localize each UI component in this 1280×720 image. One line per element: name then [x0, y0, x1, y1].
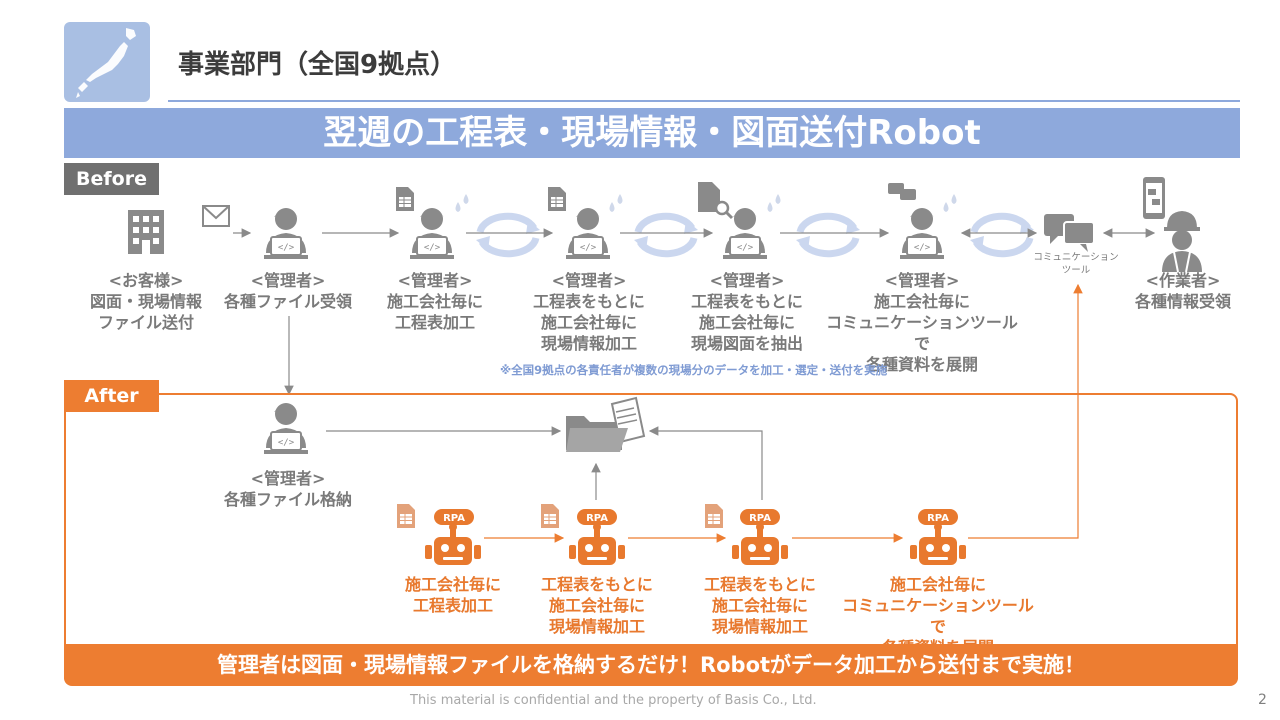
page-title: 事業部門（全国9拠点）	[178, 50, 457, 80]
worker-helmet-icon	[1162, 211, 1202, 273]
robot-desc-line: 現場情報加工	[711, 617, 808, 636]
sweat-drops-icon	[943, 194, 957, 212]
drawing-search-icon	[698, 182, 734, 220]
step-manager-receive: <管理者> 各種ファイル受領	[212, 270, 364, 312]
step-role: <管理者>	[250, 271, 326, 290]
step-desc-line: 施工会社毎に	[873, 292, 970, 311]
step-desc-line: 施工会社毎に	[540, 313, 637, 332]
smartphone-icon	[1143, 177, 1165, 219]
step-role: <作業者>	[1145, 271, 1221, 290]
step-desc-line: 各種資料を展開	[865, 355, 978, 374]
robot-desc-line: 現場情報加工	[548, 617, 645, 636]
step-desc-line: 工程表をもとに	[691, 292, 803, 311]
step-desc-line: 各種ファイル格納	[223, 490, 352, 509]
tool-label-line: コミュニケーション	[1033, 252, 1119, 263]
step-customer: <お客様> 図面・現場情報 ファイル送付	[70, 270, 222, 333]
after-section-frame	[64, 393, 1238, 685]
step-worker: <作業者> 各種情報受領	[1116, 270, 1250, 312]
step-role: <管理者>	[551, 271, 627, 290]
sweat-drops-icon	[767, 194, 781, 212]
main-banner: 翌週の工程表・現場情報・図面送付Robot	[64, 108, 1240, 158]
step-desc-line: 施工会社毎に	[698, 313, 795, 332]
robot-desc-line: 施工会社毎に	[548, 596, 645, 615]
manager-person-icon	[263, 207, 309, 260]
robot-step-3: 工程表をもとに 施工会社毎に 現場情報加工	[685, 574, 835, 637]
robot-step-1: 施工会社毎に 工程表加工	[378, 574, 528, 616]
summary-bar: 管理者は図面・現場情報ファイルを格納するだけ！Robotがデータ加工から送付まで…	[64, 644, 1238, 686]
repeat-cycle-icon	[476, 216, 540, 253]
step-desc-line: 現場図面を抽出	[690, 334, 803, 353]
tool-label-line: ツール	[1061, 265, 1091, 276]
step-role: <管理者>	[709, 271, 785, 290]
repeat-cycle-icon	[970, 216, 1034, 253]
header-divider	[168, 100, 1240, 102]
communication-tool-label: コミュニケーション ツール	[1030, 251, 1122, 277]
manager-person-icon	[565, 207, 611, 260]
step-desc-line: コミュニケーションツールで	[826, 313, 1018, 353]
step-desc-line: 各種ファイル受領	[223, 292, 352, 311]
step-desc-line: 工程表加工	[394, 313, 475, 332]
after-tab: After	[64, 380, 159, 412]
step-desc-line: 各種情報受領	[1134, 292, 1231, 311]
chat-bubble-icon	[888, 183, 916, 200]
folder-icon	[566, 396, 646, 452]
robot-desc-line: 施工会社毎に	[889, 575, 986, 594]
manager-person-icon	[409, 207, 455, 260]
robot-desc-line: 施工会社毎に	[404, 575, 501, 594]
sweat-drops-icon	[609, 194, 623, 212]
robot-desc-line: 工程表加工	[412, 596, 493, 615]
japan-map-logo	[64, 22, 150, 102]
sweat-drops-icon	[455, 194, 469, 212]
step-manager-site-info: <管理者> 工程表をもとに 施工会社毎に 現場情報加工	[514, 270, 664, 354]
envelope-icon	[202, 205, 230, 227]
step-role: <管理者>	[250, 469, 326, 488]
step-role: <管理者>	[884, 271, 960, 290]
step-manager-deploy: <管理者> 施工会社毎に コミュニケーションツールで 各種資料を展開	[822, 270, 1022, 375]
step-desc-line: 図面・現場情報	[89, 292, 202, 311]
footnote: ※全国9拠点の各責任者が複数の現場分のデータを加工・選定・送付を実施	[500, 363, 888, 377]
robot-step-2: 工程表をもとに 施工会社毎に 現場情報加工	[522, 574, 672, 637]
step-desc-line: 工程表をもとに	[533, 292, 645, 311]
repeat-cycle-icon	[796, 216, 860, 253]
robot-desc-line: 施工会社毎に	[711, 596, 808, 615]
before-tab: Before	[64, 163, 159, 195]
step-desc-line: ファイル送付	[97, 313, 194, 332]
step-desc-line: 現場情報加工	[540, 334, 637, 353]
after-manager-step: <管理者> 各種ファイル格納	[212, 468, 364, 510]
communication-tool-icon	[1044, 214, 1095, 252]
step-desc-line: 施工会社毎に	[386, 292, 483, 311]
step-role: <管理者>	[397, 271, 473, 290]
robot-desc-line: コミュニケーションツールで	[842, 596, 1034, 636]
spreadsheet-doc-icon	[547, 186, 567, 212]
page-number: 2	[1258, 692, 1267, 708]
step-role: <お客様>	[108, 271, 184, 290]
japan-map-icon	[76, 28, 136, 98]
building-icon	[128, 210, 164, 254]
robot-desc-line: 工程表をもとに	[704, 575, 816, 594]
spreadsheet-doc-icon	[395, 186, 415, 212]
confidential-footer: This material is confidential and the pr…	[410, 693, 817, 708]
manager-person-icon	[899, 207, 945, 260]
step-manager-drawings: <管理者> 工程表をもとに 施工会社毎に 現場図面を抽出	[672, 270, 822, 354]
repeat-cycle-icon	[634, 216, 698, 253]
robot-desc-line: 工程表をもとに	[541, 575, 653, 594]
step-manager-schedule: <管理者> 施工会社毎に 工程表加工	[360, 270, 510, 333]
